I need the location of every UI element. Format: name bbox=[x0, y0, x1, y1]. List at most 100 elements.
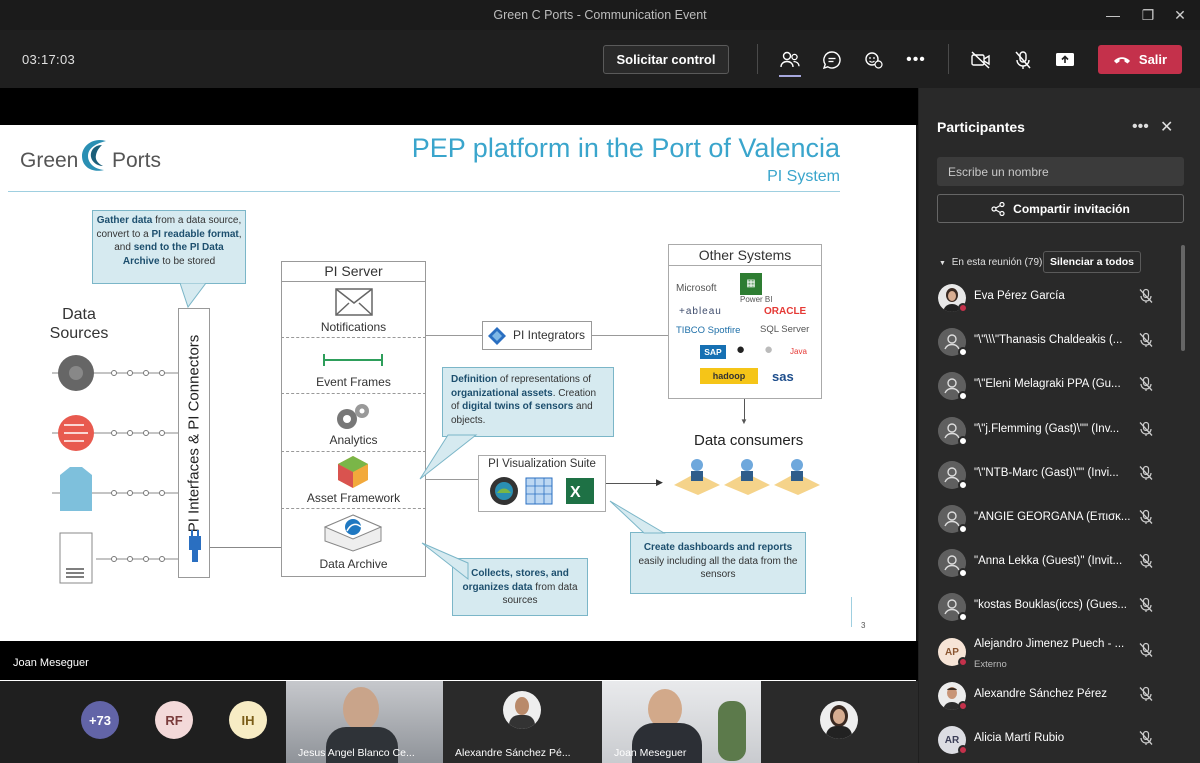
mic-muted-icon[interactable] bbox=[1138, 421, 1158, 441]
svg-text:X: X bbox=[570, 484, 581, 501]
panel-title: Participantes bbox=[937, 119, 1025, 135]
participant-row[interactable]: "ANGIE GEORGANA (Επισκ... bbox=[919, 497, 1189, 541]
callout-pointer bbox=[180, 283, 207, 309]
mic-muted-icon[interactable] bbox=[1138, 642, 1158, 662]
maximize-icon[interactable]: ❐ bbox=[1141, 7, 1155, 23]
mute-all-button[interactable]: Silenciar a todos bbox=[1043, 251, 1141, 273]
notifications-envelope-icon bbox=[335, 288, 373, 316]
server-divider bbox=[281, 281, 426, 282]
logo-powerbi: Power BI bbox=[740, 295, 773, 304]
share-invite-button[interactable]: Compartir invitación bbox=[937, 194, 1184, 223]
video-tile[interactable]: Joan Meseguer bbox=[602, 681, 761, 763]
more-actions-icon[interactable]: ••• bbox=[906, 51, 926, 68]
server-divider bbox=[281, 508, 426, 509]
video-tile[interactable]: Jesus Angel Blanco Ce... bbox=[286, 681, 443, 763]
presence-status-icon bbox=[958, 657, 968, 667]
logo-linux: ● bbox=[736, 341, 746, 358]
video-tile[interactable]: Alexandre Sánchez Pé... bbox=[443, 681, 602, 763]
stage-top-bar bbox=[0, 88, 918, 125]
more-options-icon[interactable]: ••• bbox=[1132, 118, 1149, 135]
server-item-event-frames: Event Frames bbox=[316, 375, 391, 389]
participant-photo bbox=[820, 701, 858, 739]
mic-muted-icon[interactable] bbox=[1138, 509, 1158, 529]
participant-row[interactable]: "kostas Bouklas(iccs) (Gues... bbox=[919, 585, 1189, 629]
pi-connectors-box bbox=[178, 308, 210, 578]
mic-muted-icon[interactable] bbox=[1138, 332, 1158, 352]
other-systems-divider bbox=[668, 265, 822, 266]
data-archive-icon bbox=[323, 514, 383, 552]
presence-status-icon bbox=[958, 347, 968, 357]
server-item-analytics: Analytics bbox=[329, 433, 378, 447]
title-rule bbox=[8, 191, 840, 192]
participant-name: "kostas Bouklas(iccs) (Gues... bbox=[974, 599, 1127, 611]
share-invite-label: Compartir invitación bbox=[1013, 201, 1130, 216]
participant-row[interactable]: "Anna Lekka (Guest)" (Invit... bbox=[919, 541, 1189, 585]
leave-button[interactable]: Salir bbox=[1098, 45, 1182, 74]
participant-name: "ANGIE GEORGANA (Επισκ... bbox=[974, 511, 1131, 523]
server-item-asset-framework: Asset Framework bbox=[306, 491, 401, 505]
section-toggle[interactable]: ▼ En esta reunión (79) bbox=[939, 257, 1042, 268]
minimize-icon[interactable]: — bbox=[1106, 7, 1120, 23]
section-label-text: En esta reunión (79) bbox=[951, 257, 1043, 268]
mic-muted-icon[interactable] bbox=[1138, 730, 1158, 750]
toolbar-divider bbox=[757, 44, 758, 74]
presence-status-icon bbox=[958, 524, 968, 534]
reactions-icon[interactable] bbox=[860, 46, 888, 74]
shared-content-stage: Green Ports PEP platform in the Port of … bbox=[0, 88, 918, 763]
presentation-slide: Green Ports PEP platform in the Port of … bbox=[0, 125, 916, 729]
asset-framework-cube-icon bbox=[338, 456, 368, 488]
mic-muted-icon[interactable] bbox=[1138, 376, 1158, 396]
presence-status-icon bbox=[958, 391, 968, 401]
participant-row[interactable]: "\"Eleni Melagraki PPA (Gu... bbox=[919, 364, 1189, 408]
close-panel-icon[interactable]: ✕ bbox=[1160, 119, 1174, 136]
participants-icon[interactable] bbox=[776, 46, 804, 74]
server-divider bbox=[281, 337, 426, 338]
panel-scrollbar[interactable] bbox=[1181, 245, 1185, 351]
participant-avatar[interactable]: IH bbox=[229, 701, 267, 739]
server-item-notifications: Notifications bbox=[320, 320, 387, 334]
mic-muted-icon[interactable] bbox=[1138, 465, 1158, 485]
participant-row[interactable]: Eva Pérez García bbox=[919, 276, 1189, 320]
overflow-participants-count[interactable]: +73 bbox=[81, 701, 119, 739]
mic-muted-icon[interactable] bbox=[1138, 553, 1158, 573]
avatar bbox=[938, 505, 966, 533]
participant-row[interactable]: "\"j.Flemming (Gast)\"" (Inv... bbox=[919, 409, 1189, 453]
participant-row[interactable]: Alexandre Sánchez Pérez bbox=[919, 674, 1189, 718]
participant-row[interactable]: "\"NTB-Marc (Gast)\"" (Invi... bbox=[919, 453, 1189, 497]
search-participants-input[interactable] bbox=[937, 157, 1184, 186]
presence-status-icon bbox=[958, 436, 968, 446]
callout-definition: Definition of representations of organiz… bbox=[442, 367, 614, 437]
mic-muted-icon[interactable] bbox=[1138, 686, 1158, 706]
callout-pointer bbox=[609, 500, 666, 534]
presenter-bar bbox=[0, 641, 918, 680]
presenter-name: Joan Meseguer bbox=[13, 657, 89, 669]
tile-name: Jesus Angel Blanco Ce... bbox=[298, 747, 415, 759]
camera-off-icon[interactable] bbox=[967, 46, 995, 74]
request-control-button[interactable]: Solicitar control bbox=[603, 45, 729, 74]
video-tile[interactable] bbox=[761, 681, 918, 763]
participant-face bbox=[648, 689, 682, 729]
event-frames-icon bbox=[323, 354, 383, 366]
participant-avatar[interactable]: RF bbox=[155, 701, 193, 739]
share-screen-icon[interactable] bbox=[1051, 46, 1079, 74]
other-systems-title: Other Systems bbox=[698, 247, 792, 263]
mic-muted-icon[interactable] bbox=[1138, 288, 1158, 308]
participants-active-indicator bbox=[779, 75, 801, 77]
participant-name: "\"Eleni Melagraki PPA (Gu... bbox=[974, 378, 1121, 390]
participant-row[interactable]: "\"\\\"Thanasis Chaldeakis (... bbox=[919, 320, 1189, 364]
close-window-icon[interactable]: ✕ bbox=[1174, 7, 1186, 23]
mic-muted-icon[interactable] bbox=[1138, 597, 1158, 617]
chat-icon[interactable] bbox=[818, 46, 846, 74]
logo-powerbi-mark: ▦ bbox=[740, 273, 762, 295]
logo-tibco: TIBCO Spotfire bbox=[676, 325, 741, 336]
server-item-data-archive: Data Archive bbox=[319, 557, 388, 571]
pi-integrators-label: PI Integrators bbox=[512, 328, 586, 342]
chevron-down-icon: ▼ bbox=[939, 260, 946, 267]
analytics-gears-icon bbox=[337, 404, 369, 429]
slide-subtitle: PI System bbox=[767, 168, 840, 185]
logo-java: Java bbox=[790, 347, 807, 356]
mic-off-icon[interactable] bbox=[1009, 46, 1037, 74]
